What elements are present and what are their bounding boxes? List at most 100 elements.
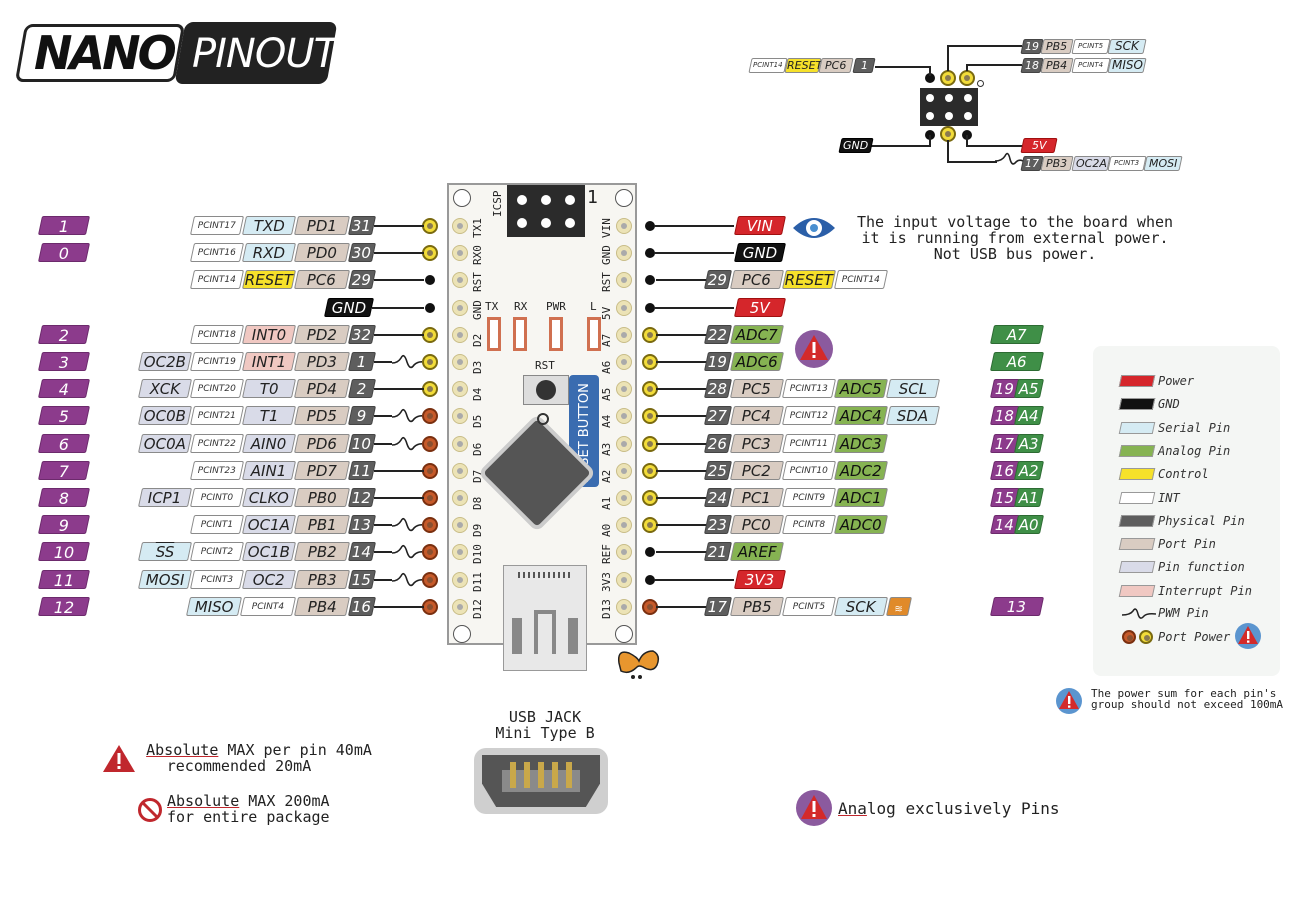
physical-pin-tag: 10 — [347, 433, 377, 453]
led-label-pwr: PWR — [546, 300, 566, 313]
icsp-hole — [964, 112, 972, 120]
pin-line — [656, 388, 706, 391]
title-right-text: PINOUT — [192, 31, 338, 77]
pwm-icon — [995, 152, 1023, 165]
legend-label: Physical Pin — [1158, 513, 1245, 528]
function-tag: SCK — [833, 596, 889, 616]
port-pin-tag: PC0 — [729, 515, 785, 535]
pwm-icon — [392, 436, 422, 450]
pad-dot — [425, 275, 435, 286]
legend-label: Serial Pin — [1158, 420, 1231, 435]
power-sum-note: The power sum for each pin's group shoul… — [1091, 688, 1283, 710]
icsp-line — [966, 64, 1022, 66]
max-package-note: Absolute MAX 200mA for entire package — [167, 793, 330, 825]
analog-exclusive-text: log exclusively Pins — [866, 799, 1060, 818]
function-tag: CLKO — [241, 488, 297, 507]
board-pin-label: A5 — [600, 387, 613, 402]
legend-label: Analog Pin — [1158, 443, 1231, 458]
reset-button-cap[interactable] — [536, 380, 556, 400]
board-pin-label: D6 — [471, 442, 484, 456]
vin-note-line: The input voltage to the board when — [856, 213, 1174, 231]
icsp-pc6-tag: PC6 — [818, 58, 854, 73]
pin-line — [656, 497, 706, 499]
function-tag: INT1 — [241, 352, 297, 371]
legend-pwm-label: PWM Pin — [1158, 606, 1209, 620]
board-pad — [616, 517, 632, 534]
board-pad — [616, 354, 632, 370]
analog-pin-tag: A1 — [1013, 488, 1045, 507]
function-tag: AREF — [729, 542, 785, 562]
legend-label: Control — [1158, 467, 1209, 482]
port-pin-tag: PB5 — [729, 596, 785, 616]
pin-line — [656, 442, 706, 445]
pad-dot — [645, 302, 655, 313]
board-pad — [616, 408, 632, 425]
pwm-icon — [392, 545, 422, 559]
board-pin-label: GND — [471, 299, 484, 320]
legend-swatch — [1118, 421, 1156, 434]
digital-pin-tag: 3 — [37, 352, 91, 372]
icsp-hole — [945, 94, 953, 102]
pwm-icon — [1122, 608, 1156, 619]
led-label-tx: TX — [485, 300, 499, 313]
reset-button[interactable] — [523, 375, 569, 405]
board-pad — [616, 435, 632, 452]
board-pad — [616, 245, 632, 262]
analog-pin-tag: A0 — [1013, 515, 1045, 535]
legend-port-power-label: Port Power — [1158, 630, 1231, 644]
pcint-tag: PCINT1 — [189, 515, 245, 535]
extra-function-tag: SCL — [885, 379, 941, 399]
title-left-text: NANO — [34, 26, 177, 80]
power-sum-line: The power sum for each pin's — [1091, 687, 1277, 700]
pad-dot — [645, 547, 655, 558]
legend-swatch — [1118, 561, 1156, 574]
pad-orange — [422, 435, 438, 452]
physical-pin-tag: 15 — [347, 569, 377, 589]
function-tag: ADC4 — [833, 406, 889, 426]
mount-hole — [615, 189, 633, 207]
icsp-pb4-tag: PB4 — [1040, 58, 1074, 73]
port-pin-tag: PD4 — [293, 379, 351, 399]
board-pin-label: D5 — [471, 415, 484, 429]
function-tag: ADC0 — [833, 515, 889, 535]
board-pad — [616, 462, 632, 479]
gnd-tag: GND — [323, 297, 375, 317]
usb-title-line: USB JACK — [508, 708, 582, 726]
led-tx — [487, 317, 501, 351]
board-pin-label: D9 — [471, 523, 484, 538]
usb-jack-illustration — [474, 748, 608, 814]
board-pin-label: D13 — [600, 598, 613, 619]
pad-orange — [422, 408, 438, 425]
function-tag: INT0 — [241, 324, 297, 344]
port-pin-tag: PC2 — [729, 460, 785, 480]
pwm-icon — [392, 354, 422, 369]
function-tag: GND — [733, 243, 787, 263]
function-tag: RXD — [241, 243, 297, 263]
board-pad — [616, 598, 632, 615]
led-l — [587, 317, 601, 351]
icsp-hole — [964, 94, 972, 102]
pin-line — [656, 605, 706, 608]
port-pin-tag: PD0 — [293, 243, 351, 263]
absolute-underlined: Absolute — [167, 792, 240, 810]
icsp-hole — [945, 112, 953, 120]
board-pin-label: VIN — [600, 218, 613, 238]
board-pad — [452, 245, 468, 262]
board-pin-label: TX1 — [471, 218, 484, 238]
pad-yellow — [422, 218, 438, 234]
port-pin-tag: PD7 — [293, 460, 351, 480]
legend-label: Pin function — [1158, 560, 1245, 575]
board-pin-label: RST — [471, 272, 484, 293]
icsp-hole — [541, 195, 551, 205]
pin-line — [374, 415, 392, 418]
analog-warning-icon — [796, 790, 832, 826]
usb-shell-left — [512, 618, 522, 654]
digital-pin-tag: 13 — [989, 596, 1045, 616]
function-tag: RESET — [241, 270, 297, 290]
pcint-tag: PCINT0 — [189, 488, 245, 507]
icsp-reset-dot — [925, 73, 935, 83]
absolute-underlined: Absolute — [146, 741, 219, 759]
port-pin-tag: PC5 — [729, 379, 785, 399]
led-rx — [513, 317, 527, 351]
board-pad — [452, 462, 468, 479]
